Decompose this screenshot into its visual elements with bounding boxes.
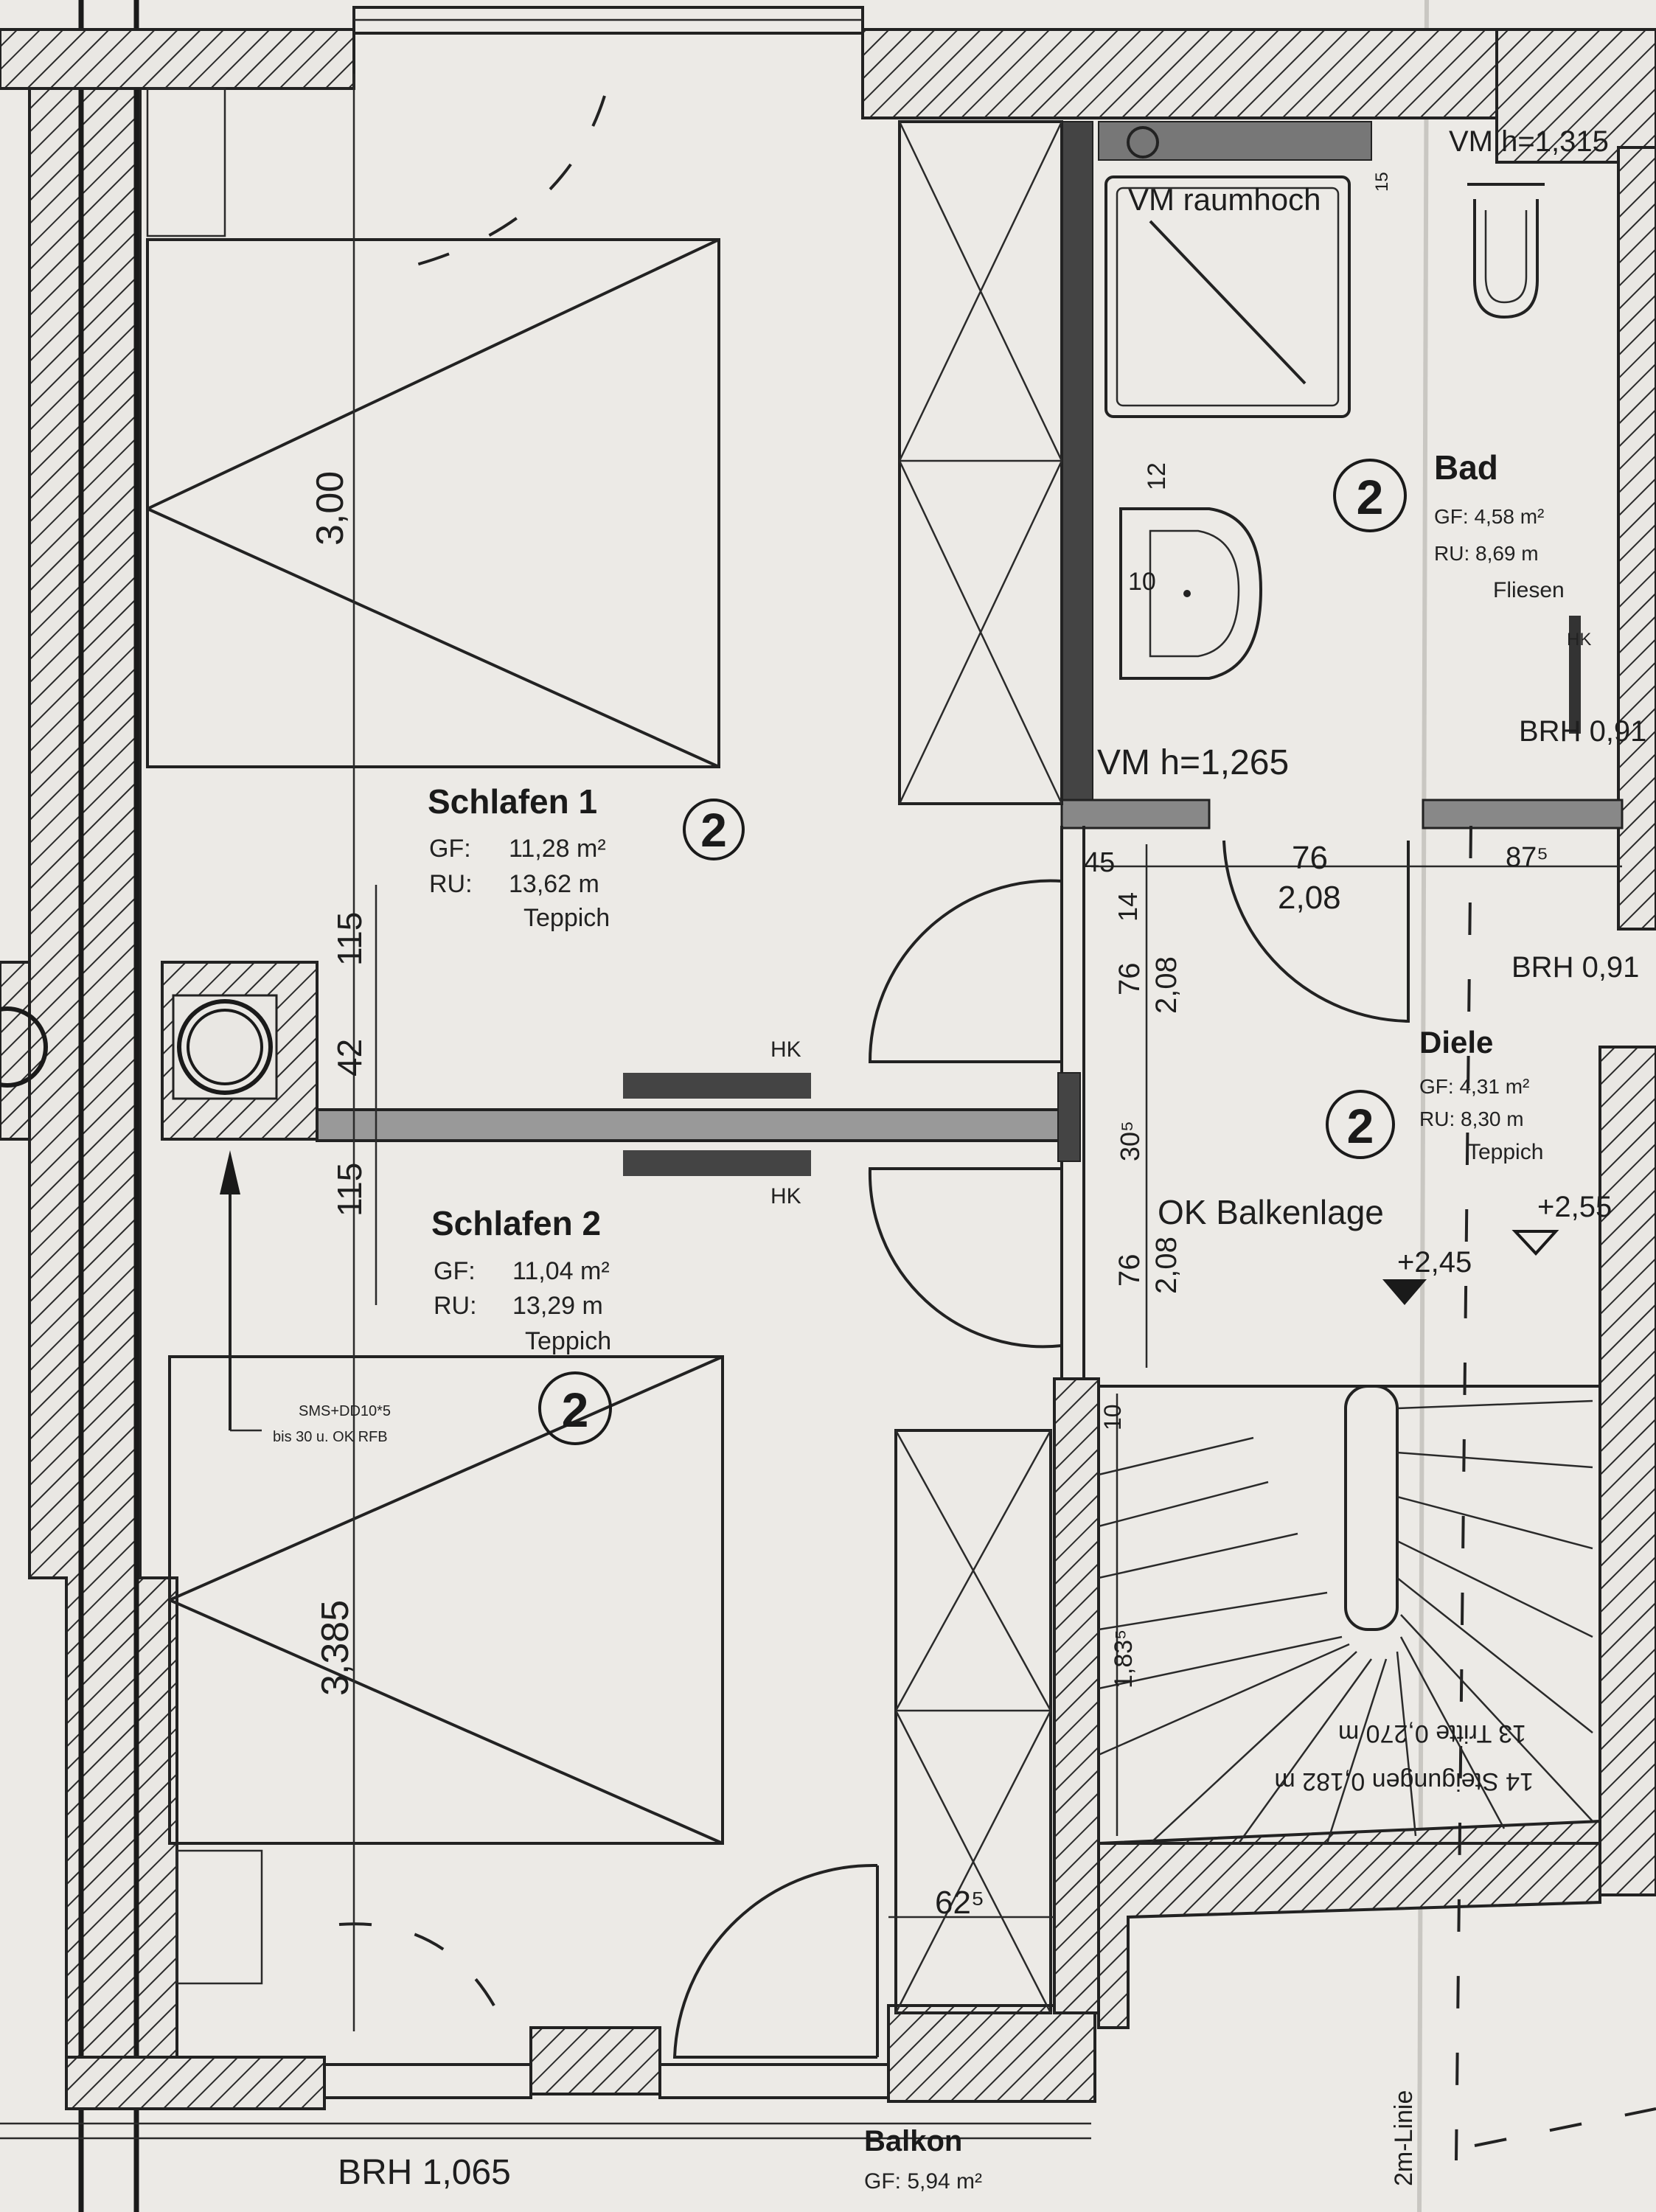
room-name: Schlafen 2 <box>431 1204 601 1242</box>
bed-1 <box>146 87 720 768</box>
svg-text:RU: 8,30 m: RU: 8,30 m <box>1419 1107 1524 1130</box>
elevation-marker-outline-icon <box>1511 1230 1559 1256</box>
dim-12: 12 <box>1143 462 1171 490</box>
dim-76-b: 76 <box>1113 963 1146 996</box>
chimney-flue <box>0 999 273 1095</box>
wardrobe-bottom <box>894 1429 1052 2014</box>
dim-115-b: 115 <box>330 1163 369 1217</box>
level-circle-schlafen2: 2 <box>538 1371 612 1445</box>
annotation-vm-h1265: VM h=1,265 <box>1097 743 1289 782</box>
annotation-vm-raumhoch: VM raumhoch <box>1128 182 1321 217</box>
radiator-top <box>623 1073 811 1099</box>
annotation-sms-line1: SMS+DD10*5 <box>299 1403 391 1419</box>
level-circle-diele: 2 <box>1326 1090 1395 1159</box>
annotation-ok-balkenlage: OK Balkenlage <box>1158 1193 1384 1231</box>
washbasin <box>1119 507 1263 680</box>
svg-text:11,04 m²: 11,04 m² <box>512 1257 610 1285</box>
svg-text:13,29 m: 13,29 m <box>512 1292 603 1320</box>
dim-10-b: 10 <box>1128 568 1156 596</box>
annotation-hk-bottom: HK <box>770 1184 801 1208</box>
svg-text:13,62 m: 13,62 m <box>509 870 599 898</box>
svg-text:GF: 4,58 m²: GF: 4,58 m² <box>1434 505 1544 528</box>
annotation-stair-line1: 14 Steigungen 0,182 m <box>1274 1767 1534 1795</box>
toilet <box>1467 183 1545 319</box>
svg-text:GF:: GF: <box>434 1257 476 1285</box>
svg-text:GF:: GF: <box>429 835 471 863</box>
dim-15: 15 <box>1372 172 1392 192</box>
svg-text:2: 2 <box>1347 1099 1374 1153</box>
annotation-elevation-245: +2,45 <box>1397 1246 1472 1279</box>
svg-text:Teppich: Teppich <box>1467 1140 1543 1164</box>
svg-text:2: 2 <box>562 1382 589 1437</box>
annotation-2m-linie: 2m-Linie <box>1390 2090 1418 2186</box>
dim-10: 10 <box>1099 1404 1126 1430</box>
dim-1-83-5: 1,83⁵ <box>1110 1630 1138 1688</box>
room-label-bad: Bad GF: 4,58 m² RU: 8,69 m Fliesen <box>1434 448 1565 602</box>
roof-slope-lines <box>338 95 1656 2161</box>
room-label-schlafen2: Schlafen 2 GF: 11,04 m² RU: 13,29 m Tepp… <box>431 1204 611 1355</box>
svg-text:RU:: RU: <box>429 870 473 898</box>
dim-3-00: 3,00 <box>309 471 352 546</box>
radiator-bottom <box>623 1150 811 1176</box>
dim-87-5: 87⁵ <box>1506 842 1548 873</box>
annotation-brh-091: BRH 0,91 <box>1511 951 1639 984</box>
dim-30-5: 30⁵ <box>1115 1121 1145 1161</box>
annotation-hk-top: HK <box>770 1037 801 1062</box>
annotation-brh-091-top: BRH 0,91 <box>1519 715 1646 748</box>
elevation-marker-icon <box>1382 1279 1427 1305</box>
annotation-vm-h1315: VM h=1,315 <box>1449 125 1609 158</box>
dimension-lines <box>352 74 1622 2031</box>
dim-76-a: 76 <box>1292 840 1328 876</box>
svg-text:2: 2 <box>1357 470 1384 524</box>
radiator-bad <box>1569 616 1581 734</box>
room-label-diele: Diele GF: 4,31 m² RU: 8,30 m Teppich <box>1419 1025 1543 1164</box>
svg-text:11,28 m²: 11,28 m² <box>509 835 606 863</box>
annotation-hk-bad: HK <box>1567 630 1591 650</box>
annotation-sms-line2: bis 30 u. OK RFB <box>273 1429 388 1445</box>
svg-text:RU: 8,69 m: RU: 8,69 m <box>1434 542 1539 565</box>
room-name: Schlafen 1 <box>428 782 597 821</box>
svg-text:Teppich: Teppich <box>525 1327 611 1355</box>
svg-text:GF: 5,94 m²: GF: 5,94 m² <box>864 2169 982 2194</box>
wardrobe-top <box>898 120 1063 805</box>
dim-2-08-b: 2,08 <box>1150 956 1183 1014</box>
dim-115-a: 115 <box>330 912 369 966</box>
room-name: Diele <box>1419 1025 1493 1060</box>
dim-76-c: 76 <box>1113 1254 1146 1287</box>
svg-text:2: 2 <box>700 804 727 857</box>
room-name: Balkon <box>864 2125 962 2157</box>
dim-14: 14 <box>1113 892 1143 922</box>
dim-2-08-c: 2,08 <box>1150 1237 1183 1294</box>
room-label-balkon: Balkon GF: 5,94 m² <box>864 2125 982 2194</box>
svg-text:GF: 4,31 m²: GF: 4,31 m² <box>1419 1075 1529 1098</box>
annotation-brh-1065: BRH 1,065 <box>338 2153 511 2192</box>
svg-text:Fliesen: Fliesen <box>1493 578 1565 602</box>
level-circle-bad: 2 <box>1333 459 1407 532</box>
dim-45: 45 <box>1084 847 1115 878</box>
level-circle-schlafen1: 2 <box>683 799 745 860</box>
svg-text:Teppich: Teppich <box>523 904 610 932</box>
shower-tray <box>1104 175 1351 418</box>
dim-42: 42 <box>330 1039 369 1077</box>
room-name: Bad <box>1434 448 1498 487</box>
room-label-schlafen1: Schlafen 1 GF: 11,28 m² RU: 13,62 m Tepp… <box>428 782 610 932</box>
annotation-elevation-255: +2,55 <box>1537 1191 1612 1223</box>
arrow-up-icon <box>220 1150 262 1432</box>
dim-2-08-a: 2,08 <box>1278 880 1341 916</box>
staircase <box>1097 1385 1601 1845</box>
dim-3-385: 3,385 <box>314 1600 357 1696</box>
svg-text:RU:: RU: <box>434 1292 477 1320</box>
dim-62-5: 62⁵ <box>935 1885 984 1921</box>
bed-2 <box>168 1355 724 1985</box>
door-swings <box>672 840 1410 2059</box>
floor-drain <box>1127 126 1159 159</box>
annotation-stair-line2: 13 Tritte 0,270 m <box>1338 1719 1526 1747</box>
